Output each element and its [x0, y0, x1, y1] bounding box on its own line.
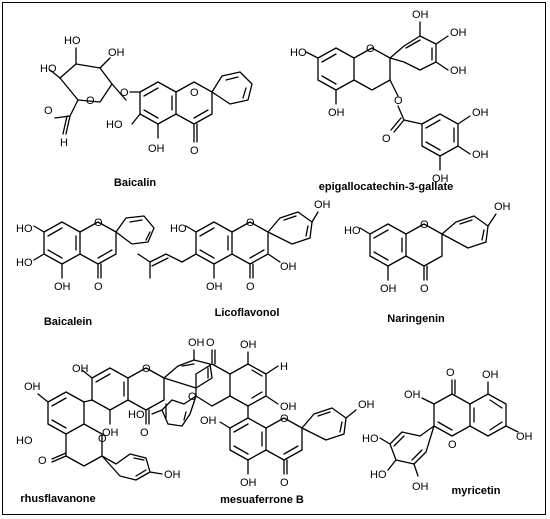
atom-ho: HO [290, 47, 307, 59]
atom-o: O [188, 391, 197, 403]
atom-o: O [394, 95, 403, 107]
atom-ho: HO [16, 435, 33, 447]
compound-name-egcg: epigallocatechin-3-gallate [319, 181, 453, 193]
atom-ho: HO [370, 469, 387, 481]
atom-oh: OH [240, 477, 257, 489]
atom-o: O [206, 337, 215, 349]
compound-name-naringenin: Naringenin [387, 313, 445, 325]
atom-ho: HO [362, 433, 379, 445]
atom-o: O [382, 133, 391, 145]
atom-oh: OH [280, 401, 297, 413]
atom-oh: OH [200, 415, 217, 427]
atom-o: O [448, 439, 457, 451]
licoflavonol-structure [137, 211, 319, 279]
atom-o: O [246, 281, 255, 293]
myricetin-structure [379, 379, 519, 477]
atom-oh: OH [240, 339, 257, 351]
atom-oh: OH [404, 389, 421, 401]
atom-oh: OH [54, 281, 71, 293]
atom-o: O [94, 217, 103, 229]
atom-o: O [44, 105, 53, 117]
baicalin-structure [49, 47, 253, 143]
compound-name-mesuaferrone-b: mesuaferrone B [220, 494, 304, 506]
atom-oh: OH [164, 469, 181, 481]
atom-oh: OH [412, 481, 429, 493]
atom-o: O [366, 43, 375, 55]
atom-ho: HO [64, 35, 81, 47]
atom-o: O [190, 145, 199, 157]
atom-oh: OH [380, 283, 397, 295]
naringenin-structure [359, 213, 497, 281]
atom-oh: OH [280, 261, 297, 273]
atom-oh: OH [450, 27, 467, 39]
atom-ho: HO [106, 119, 123, 131]
atom-ho: HO [16, 257, 33, 269]
atom-oh: OH [24, 381, 41, 393]
compound-name-rhusflavanone: rhusflavanone [20, 493, 95, 505]
atom-oh: OH [328, 107, 345, 119]
atom-oh: OH [72, 363, 89, 375]
atom-h: H [280, 361, 288, 373]
compound-name-baicalein: Baicalein [44, 316, 93, 328]
atom-o: O [120, 87, 129, 99]
atom-oh: OH [358, 399, 375, 411]
atom-ho: HO [344, 225, 361, 237]
atom-ho: HO [170, 223, 187, 235]
atom-oh: OH [102, 427, 119, 439]
atom-oh: OH [108, 47, 125, 59]
atom-o: O [246, 217, 255, 229]
atom-oh: OH [412, 9, 429, 21]
egcg-structure [305, 21, 471, 171]
atom-oh: OH [494, 201, 511, 213]
atom-o: O [142, 363, 151, 375]
atom-oh: OH [206, 281, 223, 293]
compound-name-baicalin: Baicalin [114, 177, 156, 189]
atom-ho: HO [40, 63, 57, 75]
atom-ho: HO [16, 223, 33, 235]
atom-o: O [94, 281, 103, 293]
atom-h: H [60, 137, 68, 149]
atom-o: O [140, 427, 149, 439]
atom-ho: HO [128, 409, 145, 421]
atom-oh: OH [516, 431, 533, 443]
atom-oh: OH [472, 107, 489, 119]
compound-name-myricetin: myricetin [452, 485, 501, 497]
atom-o: O [280, 413, 289, 425]
rhusflavanone-structure [37, 349, 213, 481]
atom-o: O [420, 283, 429, 295]
atom-o: O [86, 95, 95, 107]
atom-oh: OH [148, 143, 165, 155]
atom-o: O [420, 219, 429, 231]
atom-oh: OH [432, 173, 449, 185]
atom-oh: OH [314, 199, 331, 211]
atom-oh: OH [482, 369, 499, 381]
atom-o: O [38, 455, 47, 467]
atom-o: O [280, 477, 289, 489]
atom-o: O [98, 433, 107, 445]
mesuaferrone-b-structure [151, 349, 357, 475]
atom-oh: OH [472, 149, 489, 161]
atom-oh: OH [188, 337, 205, 349]
atom-oh: OH [450, 65, 467, 77]
compound-name-licoflavonol: Licoflavonol [215, 307, 280, 319]
atom-o: O [190, 87, 199, 99]
baicalein-structure [33, 215, 155, 279]
atom-o: O [446, 367, 455, 379]
